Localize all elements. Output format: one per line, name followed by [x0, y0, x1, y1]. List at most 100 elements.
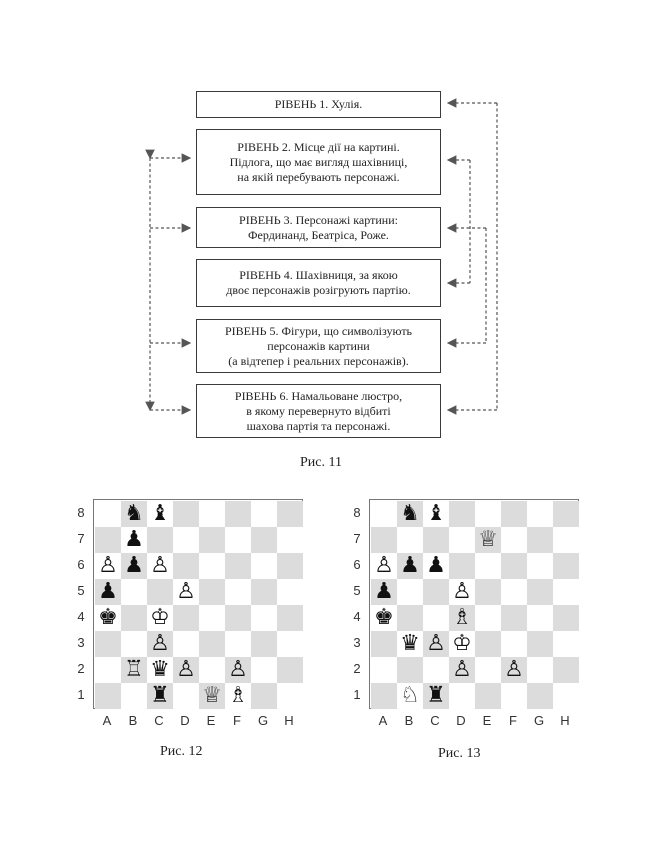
- file-label: E: [482, 713, 492, 728]
- rank-label: 1: [77, 687, 85, 702]
- board-square: [199, 579, 225, 605]
- board-square: [121, 605, 147, 631]
- board-square: [449, 501, 475, 527]
- chess-piece-f2: ♙: [504, 657, 524, 682]
- file-label: A: [102, 713, 112, 728]
- board-square: [475, 683, 501, 709]
- board-square: [501, 501, 527, 527]
- chess-piece-c2: ♛: [150, 657, 170, 682]
- chess-piece-d3: ♔: [452, 631, 472, 656]
- board-square: [553, 631, 579, 657]
- board-square: [527, 501, 553, 527]
- chess-piece-b8: ♞: [124, 501, 144, 526]
- board-square: [527, 605, 553, 631]
- file-label: C: [154, 713, 164, 728]
- board-square: [225, 527, 251, 553]
- board-square: [527, 527, 553, 553]
- board-square: [147, 631, 173, 657]
- board-square: [423, 631, 449, 657]
- board-square: [423, 579, 449, 605]
- board-square: [225, 553, 251, 579]
- rank-label: 3: [77, 635, 85, 650]
- board-square: [147, 553, 173, 579]
- file-label: D: [456, 713, 466, 728]
- board-square: [95, 553, 121, 579]
- board-square: [371, 527, 397, 553]
- board-square: [371, 657, 397, 683]
- chess-piece-b3: ♛: [400, 631, 420, 656]
- board-square: [449, 605, 475, 631]
- connector-arrows: [145, 98, 498, 415]
- chess-piece-d2: ♙: [176, 657, 196, 682]
- board-square: [397, 605, 423, 631]
- chess-piece-c3: ♙: [426, 631, 446, 656]
- rank-label: 5: [353, 583, 361, 598]
- chess-piece-c6: ♟: [426, 553, 446, 578]
- level-3-text: РІВЕНЬ 3. Персонажі картини: Фердинанд, …: [239, 212, 398, 242]
- board-square: [121, 579, 147, 605]
- board-square: [95, 605, 121, 631]
- board-square: [225, 501, 251, 527]
- file-label: H: [560, 713, 570, 728]
- board-square: [423, 527, 449, 553]
- board-square: [423, 501, 449, 527]
- board-square: [277, 657, 303, 683]
- board-square: [553, 527, 579, 553]
- board-square: [371, 605, 397, 631]
- chess-piece-e7: ♕: [478, 527, 498, 552]
- chess-piece-f1: ♗: [228, 683, 248, 708]
- board-square: [251, 579, 277, 605]
- board-square: [277, 631, 303, 657]
- level-5-box: РІВЕНЬ 5. Фігури, що символізують персон…: [196, 319, 441, 373]
- rank-label: 7: [353, 531, 361, 546]
- chess-piece-c8: ♝: [150, 501, 170, 526]
- file-label: D: [180, 713, 190, 728]
- chess-piece-f2: ♙: [228, 657, 248, 682]
- board-square: [371, 631, 397, 657]
- board-square: [95, 501, 121, 527]
- figure-12-caption: Рис. 12: [160, 744, 203, 759]
- rank-label: 8: [353, 505, 361, 520]
- board-square: [199, 657, 225, 683]
- board-square: [397, 683, 423, 709]
- board-square: [397, 527, 423, 553]
- chess-piece-c3: ♙: [150, 631, 170, 656]
- board-square: [277, 683, 303, 709]
- board-square: [449, 657, 475, 683]
- board-square: [475, 657, 501, 683]
- board-square: [173, 579, 199, 605]
- chess-piece-c1: ♜: [150, 683, 170, 708]
- chess-piece-d5: ♙: [176, 579, 196, 604]
- rank-label: 6: [353, 557, 361, 572]
- board-square: [121, 657, 147, 683]
- board-square: [95, 683, 121, 709]
- board-square: [475, 631, 501, 657]
- board-square: [449, 631, 475, 657]
- board-square: [397, 553, 423, 579]
- board-square: [277, 527, 303, 553]
- chess-piece-a6: ♙: [98, 553, 118, 578]
- board-square: [173, 683, 199, 709]
- board-square: [147, 605, 173, 631]
- file-label: B: [404, 713, 414, 728]
- board-square: [449, 527, 475, 553]
- board-square: [553, 657, 579, 683]
- board-square: [553, 553, 579, 579]
- board-square: [173, 657, 199, 683]
- chessboard-fig-13: ♞♝♕♙♟♟♟♙♚♗♛♙♔♙♙♘♜: [369, 499, 579, 709]
- board-square: [423, 553, 449, 579]
- board-square: [501, 605, 527, 631]
- board-square: [449, 579, 475, 605]
- board-square: [475, 527, 501, 553]
- chessboard-fig-12: ♞♝♟♙♟♙♟♙♚♔♙♖♛♙♙♜♕♗: [93, 499, 303, 709]
- chess-piece-a6: ♙: [374, 553, 394, 578]
- level-1-text: РІВЕНЬ 1. Хулія.: [274, 97, 363, 111]
- board-square: [173, 553, 199, 579]
- level-2-text: РІВЕНЬ 2. Місце дії на картині. Підлога,…: [229, 139, 408, 184]
- board-square: [397, 501, 423, 527]
- board-square: [251, 501, 277, 527]
- chess-piece-b6: ♟: [124, 553, 144, 578]
- board-square: [475, 605, 501, 631]
- board-square: [199, 527, 225, 553]
- board-square: [251, 657, 277, 683]
